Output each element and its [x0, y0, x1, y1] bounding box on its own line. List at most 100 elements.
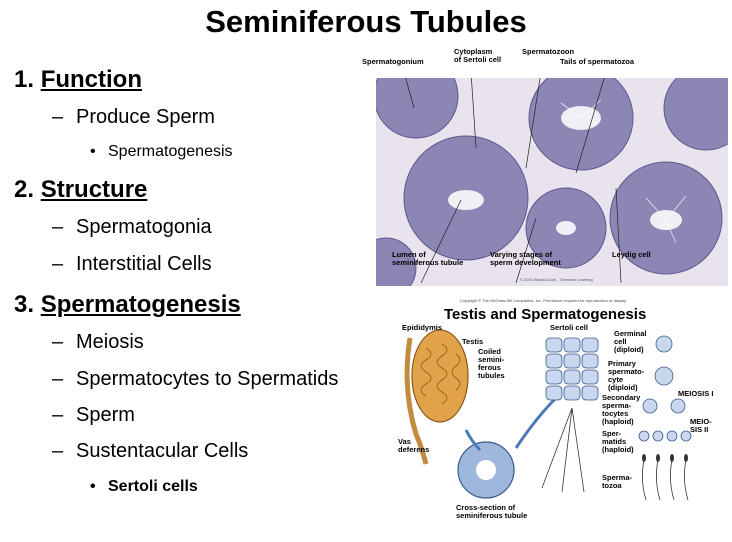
bullet-spermatogonia: –Spermatogonia	[52, 216, 212, 239]
testis-diagram-art	[404, 329, 692, 501]
label-leader	[405, 78, 415, 109]
vas-deferens-shape	[404, 337, 429, 465]
spermatid-shape	[652, 430, 664, 442]
spermatid-shape	[680, 430, 692, 442]
label-line: Secondary	[602, 393, 641, 402]
germ-cell	[563, 369, 581, 385]
label-line: semini-	[478, 355, 505, 364]
spermatozoon-head	[684, 454, 688, 462]
bullet-text: Sperm	[76, 404, 135, 426]
label-line: Vas	[398, 437, 411, 446]
label-spermatogonium: Spermatogonium	[362, 57, 424, 66]
secondary-spermatocyte-shape	[642, 398, 658, 414]
label-line: deferens	[398, 445, 430, 454]
label-line: (diploid)	[614, 345, 644, 354]
bullet-marker: •	[90, 143, 96, 160]
sperm-tail-line	[580, 99, 602, 119]
bullet-text: Interstitial Cells	[76, 253, 212, 275]
label-line: ferous	[478, 363, 501, 372]
germ-cell	[563, 385, 581, 401]
label-meiosis-2: MEIO-SIS II	[690, 418, 712, 434]
label-line: Germinal	[614, 329, 647, 338]
bullet-sperm: –Sperm	[52, 404, 135, 427]
bullet-text: Meiosis	[76, 331, 144, 353]
germinal-cell-shape	[655, 335, 673, 353]
spermatozoon-tail	[656, 459, 661, 501]
lumen	[448, 190, 484, 210]
coiled-tubule-line	[420, 347, 432, 397]
label-epididymis: Epididymis	[402, 323, 443, 332]
spermatozoon-head	[642, 454, 646, 462]
section-structure: 2. Structure	[14, 176, 147, 204]
label-line: sperm development	[490, 258, 561, 267]
spermatozoon-head	[656, 454, 660, 462]
dash-marker: –	[52, 106, 64, 128]
label-line: Sper-	[602, 429, 622, 438]
label-sertoli-cell: Sertoli cell	[550, 323, 588, 332]
diagram-copyright: Copyright © The McGraw-Hill Companies, I…	[460, 298, 627, 303]
bullet-text: Spermatogonia	[76, 216, 212, 238]
label-line: MEIO-	[690, 417, 712, 426]
arrow-shape	[464, 429, 482, 452]
label-line: tocytes	[602, 409, 629, 418]
tubule	[376, 237, 417, 286]
dash-marker: –	[52, 331, 64, 353]
label-line: (diploid)	[608, 383, 638, 392]
label-tails: Tails of spermatozoa	[560, 57, 635, 66]
label-line: (haploid)	[602, 445, 634, 454]
germ-cell	[581, 353, 599, 369]
bullet-text: Spermatocytes to Spermatids	[76, 368, 339, 390]
spermatid-shape	[638, 430, 650, 442]
label-line: cyte	[608, 375, 624, 384]
testis-shape	[411, 329, 469, 423]
section-number: 1.	[14, 66, 35, 93]
sub-bullet-sertoli: •Sertoli cells	[90, 478, 198, 496]
dash-marker: –	[52, 404, 64, 426]
label-line: Lumen of	[392, 250, 426, 259]
dash-marker: –	[52, 440, 64, 462]
section-function: 1. Function	[14, 66, 142, 94]
label-line: Cytoplasm	[454, 47, 493, 56]
label-spermatozoa: Sperma-tozoa	[602, 474, 632, 490]
label-leader	[575, 78, 605, 174]
spermatozoon-tail	[684, 459, 689, 501]
section-number: 3.	[14, 291, 35, 318]
germ-cell	[545, 337, 563, 353]
section-heading: Spermatogenesis	[40, 291, 241, 318]
tubule	[663, 78, 728, 151]
spermatozoon-tail	[642, 459, 647, 501]
label-line: of Sertoli cell	[454, 55, 502, 64]
section-heading: Structure	[40, 176, 148, 203]
sub-bullet-text: Spermatogenesis	[108, 143, 233, 160]
label-line: Coiled	[478, 347, 501, 356]
spermatozoon-tail	[670, 459, 675, 501]
micrograph-image	[376, 78, 728, 286]
label-leydig: Leydig cell	[612, 250, 651, 259]
bullet-sustentacular: –Sustentacular Cells	[52, 440, 248, 463]
label-line: tozoa	[602, 481, 622, 490]
spermatid-shape	[666, 430, 678, 442]
micrograph-copyright: © 2001 Brooks/Cole - Thomson Learning	[520, 277, 593, 282]
sperm-tail-line	[665, 219, 677, 244]
germ-cell	[545, 385, 563, 401]
sperm-tail-line	[541, 407, 585, 493]
bullet-text: Produce Sperm	[76, 106, 215, 128]
sperm-tail-line	[560, 102, 582, 119]
coiled-tubule-line	[451, 353, 461, 391]
label-line: SIS II	[690, 425, 709, 434]
section-number: 2.	[14, 176, 35, 203]
bullet-marker: •	[90, 478, 96, 495]
diagram-title: Testis and Spermatogenesis	[444, 306, 647, 323]
germ-cell	[581, 385, 599, 401]
dash-marker: –	[52, 253, 64, 275]
bullet-text: Sustentacular Cells	[76, 440, 249, 462]
sperm-tail-line	[645, 197, 667, 221]
label-line: Varying stages of	[490, 250, 553, 259]
tubule	[376, 78, 459, 139]
label-line: Sperma-	[602, 473, 633, 482]
